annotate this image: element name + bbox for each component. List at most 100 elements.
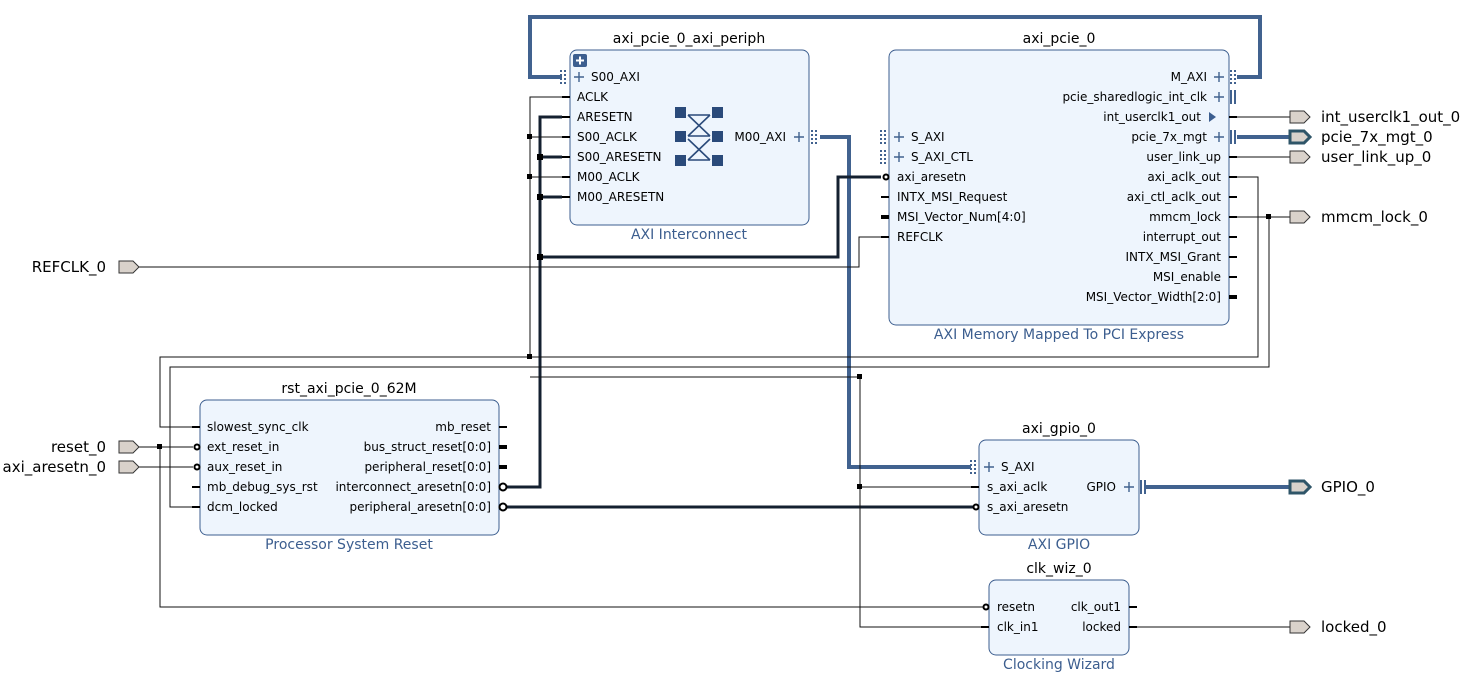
svg-text:interrupt_out: interrupt_out (1143, 230, 1222, 244)
svg-text:s_axi_aclk: s_axi_aclk (987, 480, 1047, 494)
svg-text:S00_ACLK: S00_ACLK (577, 130, 638, 144)
svg-text:peripheral_reset[0:0]: peripheral_reset[0:0] (364, 460, 491, 474)
port-user-link-up-0[interactable]: user_link_up_0 (1289, 148, 1431, 167)
pin-pcie-sharedlogic-int-clk[interactable]: pcie_sharedlogic_int_clk (1062, 90, 1236, 104)
port-reset-0[interactable]: reset_0 (51, 438, 140, 457)
block-instance-name: rst_axi_pcie_0_62M (281, 381, 416, 397)
block-clocking-wizard[interactable]: clk_wiz_0 Clocking Wizard resetn clk_in1… (981, 561, 1137, 673)
pin-s00-axi[interactable]: S00_AXI (560, 70, 640, 84)
svg-text:axi_aresetn: axi_aresetn (897, 170, 966, 184)
pin-clk-in1[interactable]: clk_in1 (981, 620, 1038, 634)
pin-gpio[interactable]: GPIO (1086, 480, 1146, 494)
pin-msi-vector-width[interactable]: MSI_Vector_Width[2:0] (1086, 290, 1237, 304)
block-axi-gpio[interactable]: axi_gpio_0 AXI GPIO S_AXI s_axi_aclk s_a… (970, 421, 1146, 553)
pin-aux-reset-in[interactable]: aux_reset_in (193, 460, 283, 474)
pin-m-axi[interactable]: M_AXI (1171, 70, 1236, 84)
pin-s-axi-ctl[interactable]: S_AXI_CTL (880, 150, 973, 164)
svg-text:locked_0: locked_0 (1321, 618, 1387, 637)
svg-text:pcie_sharedlogic_int_clk: pcie_sharedlogic_int_clk (1062, 90, 1207, 104)
svg-text:axi_aresetn_0: axi_aresetn_0 (3, 458, 106, 477)
pin-s-axi-aresetn[interactable]: s_axi_aresetn (972, 500, 1069, 514)
block-axi-pcie[interactable]: axi_pcie_0 AXI Memory Mapped To PCI Expr… (880, 31, 1237, 343)
svg-text:ext_reset_in: ext_reset_in (207, 440, 279, 454)
pin-slowest-sync-clk[interactable]: slowest_sync_clk (192, 420, 309, 434)
svg-text:mmcm_lock_0: mmcm_lock_0 (1321, 208, 1428, 227)
net-axi-aclk-out[interactable] (159, 176, 1259, 428)
svg-text:pcie_7x_mgt: pcie_7x_mgt (1131, 130, 1207, 144)
pin-interrupt-out[interactable]: interrupt_out (1143, 230, 1237, 244)
port-mmcm-lock-0[interactable]: mmcm_lock_0 (1289, 208, 1428, 227)
pin-m00-aclk[interactable]: M00_ACLK (562, 170, 641, 184)
pin-mb-debug-sys-rst[interactable]: mb_debug_sys_rst (192, 480, 318, 494)
pin-refclk[interactable]: REFCLK (881, 230, 944, 244)
external-input-ports: REFCLK_0 reset_0 axi_aresetn_0 (3, 258, 140, 477)
svg-text:MSI_enable: MSI_enable (1153, 270, 1221, 284)
expand-plus-icon[interactable] (573, 54, 587, 67)
pin-aclk[interactable]: ACLK (562, 90, 609, 104)
net-m-axi-to-s00-axi[interactable] (528, 15, 1262, 79)
pin-m00-axi[interactable]: M00_AXI (734, 130, 817, 144)
net-m00-axi-to-gpio[interactable] (820, 135, 971, 469)
svg-text:axi_ctl_aclk_out: axi_ctl_aclk_out (1127, 190, 1222, 204)
pin-s00-aresetn[interactable]: S00_ARESETN (562, 150, 662, 164)
net-axi-aresetn-pcie[interactable] (540, 175, 881, 259)
pin-resetn[interactable]: resetn (982, 600, 1036, 614)
pin-ext-reset-in[interactable]: ext_reset_in (193, 440, 280, 454)
svg-text:S00_AXI: S00_AXI (591, 70, 640, 84)
svg-text:mb_reset: mb_reset (435, 420, 491, 434)
svg-text:INTX_MSI_Grant: INTX_MSI_Grant (1126, 250, 1222, 264)
pin-mb-reset[interactable]: mb_reset (435, 420, 507, 434)
net-interconnect-aresetn[interactable] (504, 115, 562, 489)
block-body[interactable] (988, 579, 1130, 656)
svg-text:INTX_MSI_Request: INTX_MSI_Request (897, 190, 1008, 204)
pin-bus-struct-reset[interactable]: bus_struct_reset[0:0] (364, 440, 507, 454)
svg-text:clk_in1: clk_in1 (997, 620, 1038, 634)
pin-clk-out1[interactable]: clk_out1 (1071, 600, 1137, 614)
pin-peripheral-reset[interactable]: peripheral_reset[0:0] (364, 460, 507, 474)
block-axi-interconnect[interactable]: axi_pcie_0_axi_periph AXI Interconnect S… (560, 31, 817, 243)
pin-peripheral-aresetn[interactable]: peripheral_aresetn[0:0] (349, 500, 508, 514)
pin-dcm-locked[interactable]: dcm_locked (192, 500, 278, 514)
pin-s-axi-aclk[interactable]: s_axi_aclk (971, 480, 1047, 494)
block-instance-name: clk_wiz_0 (1026, 561, 1091, 577)
svg-text:int_userclk1_out: int_userclk1_out (1103, 110, 1201, 124)
port-gpio-0[interactable]: GPIO_0 (1288, 478, 1375, 497)
block-body[interactable] (888, 49, 1230, 326)
pin-aresetn[interactable]: ARESETN (562, 110, 633, 124)
pin-int-userclk1-out[interactable]: int_userclk1_out (1103, 110, 1237, 124)
pin-axi-ctl-aclk-out[interactable]: axi_ctl_aclk_out (1127, 190, 1237, 204)
svg-text:MSI_Vector_Num[4:0]: MSI_Vector_Num[4:0] (897, 210, 1026, 224)
pin-locked[interactable]: locked (1082, 620, 1137, 634)
pin-msi-vector-num[interactable]: MSI_Vector_Num[4:0] (881, 210, 1026, 224)
svg-text:reset_0: reset_0 (51, 438, 106, 457)
svg-text:ACLK: ACLK (577, 90, 609, 104)
port-axi-aresetn-0[interactable]: axi_aresetn_0 (3, 458, 140, 477)
external-output-ports: int_userclk1_out_0 pcie_7x_mgt_0 user_li… (1288, 108, 1460, 637)
pin-interconnect-aresetn[interactable]: interconnect_aresetn[0:0] (335, 480, 508, 494)
pin-user-link-up[interactable]: user_link_up (1146, 150, 1237, 164)
pin-gpio-s-axi[interactable]: S_AXI (970, 460, 1035, 474)
port-refclk-0[interactable]: REFCLK_0 (32, 258, 140, 277)
pin-intx-msi-request[interactable]: INTX_MSI_Request (881, 190, 1008, 204)
input-port-arrow-icon (118, 260, 140, 274)
net-clk-in1[interactable] (530, 376, 983, 628)
pin-msi-enable[interactable]: MSI_enable (1153, 270, 1237, 284)
input-port-arrow-icon (118, 440, 140, 454)
port-pcie-7x-mgt-0[interactable]: pcie_7x_mgt_0 (1288, 128, 1433, 147)
pin-axi-aresetn[interactable]: axi_aresetn (882, 170, 967, 184)
pin-s-axi[interactable]: S_AXI (880, 130, 945, 144)
pin-s00-aclk[interactable]: S00_ACLK (562, 130, 638, 144)
svg-text:M00_ARESETN: M00_ARESETN (577, 190, 664, 204)
block-processor-system-reset[interactable]: rst_axi_pcie_0_62M Processor System Rese… (192, 381, 508, 553)
net-refclk[interactable] (139, 236, 881, 268)
pin-axi-aclk-out[interactable]: axi_aclk_out (1147, 170, 1237, 184)
port-locked-0[interactable]: locked_0 (1289, 618, 1387, 637)
svg-text:S00_ARESETN: S00_ARESETN (577, 150, 662, 164)
pin-mmcm-lock[interactable]: mmcm_lock (1149, 210, 1237, 224)
pin-m00-aresetn[interactable]: M00_ARESETN (562, 190, 664, 204)
pin-pcie-7x-mgt[interactable]: pcie_7x_mgt (1131, 130, 1236, 144)
pin-intx-msi-grant[interactable]: INTX_MSI_Grant (1126, 250, 1237, 264)
port-int-userclk1-out-0[interactable]: int_userclk1_out_0 (1289, 108, 1460, 127)
svg-text:peripheral_aresetn[0:0]: peripheral_aresetn[0:0] (349, 500, 491, 514)
crossbar-icon (675, 107, 723, 166)
